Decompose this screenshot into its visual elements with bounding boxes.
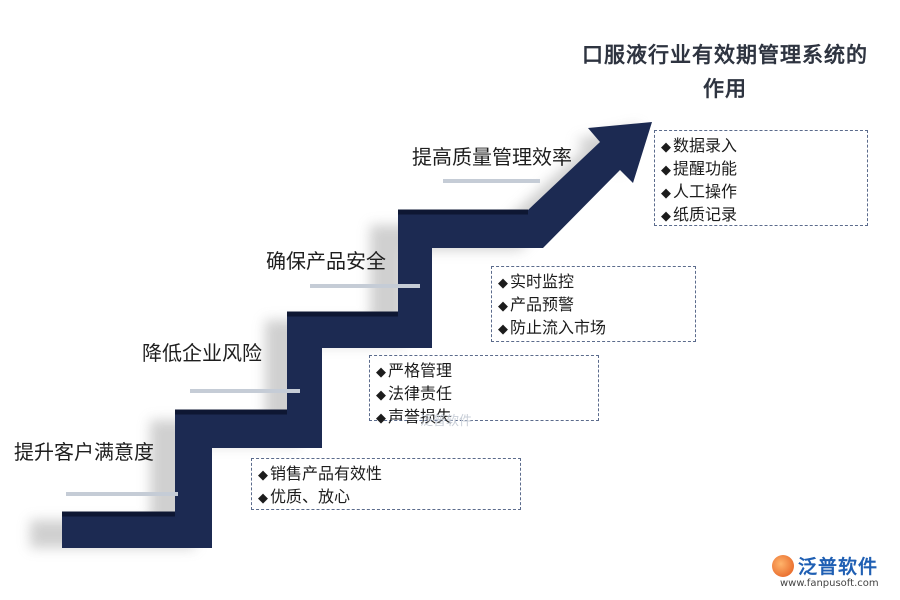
step-box-2: 严格管理 法律责任 声誉损失 xyxy=(369,355,599,426)
step-box-1: 销售产品有效性 优质、放心 xyxy=(251,458,521,510)
title-line-1: 口服液行业有效期管理系统的 xyxy=(582,42,868,67)
brand-url: www.fanpusoft.com xyxy=(780,578,879,589)
list-item: 人工操作 xyxy=(661,181,861,204)
list-item: 声誉损失 xyxy=(376,406,592,429)
brand-logo: 泛普软件 www.fanpusoft.com xyxy=(772,552,892,592)
list-item: 优质、放心 xyxy=(258,486,514,509)
step-box-4: 数据录入 提醒功能 人工操作 纸质记录 xyxy=(654,130,868,226)
step-box-3: 实时监控 产品预警 防止流入市场 xyxy=(491,266,696,342)
step-label-1: 提升客户满意度 xyxy=(14,440,154,464)
list-item: 严格管理 xyxy=(376,360,592,383)
list-item: 产品预警 xyxy=(498,294,689,317)
diagram-title: 口服液行业有效期管理系统的 作用 xyxy=(560,38,890,106)
list-item: 法律责任 xyxy=(376,383,592,406)
staircase-body xyxy=(62,122,652,548)
step-label-2: 降低企业风险 xyxy=(142,341,262,365)
stair-tread-highlight xyxy=(62,209,528,517)
title-line-2: 作用 xyxy=(703,76,747,101)
list-item: 实时监控 xyxy=(498,271,689,294)
brand-name: 泛普软件 xyxy=(798,556,879,578)
list-item: 数据录入 xyxy=(661,135,861,158)
step-label-3: 确保产品安全 xyxy=(266,249,386,273)
list-item: 纸质记录 xyxy=(661,204,861,227)
step-label-4: 提高质量管理效率 xyxy=(412,145,572,169)
list-item: 提醒功能 xyxy=(661,158,861,181)
fanpu-logo-icon xyxy=(772,555,794,577)
list-item: 防止流入市场 xyxy=(498,317,689,340)
watermark-text: 泛普软件 xyxy=(420,414,473,429)
list-item: 销售产品有效性 xyxy=(258,463,514,486)
